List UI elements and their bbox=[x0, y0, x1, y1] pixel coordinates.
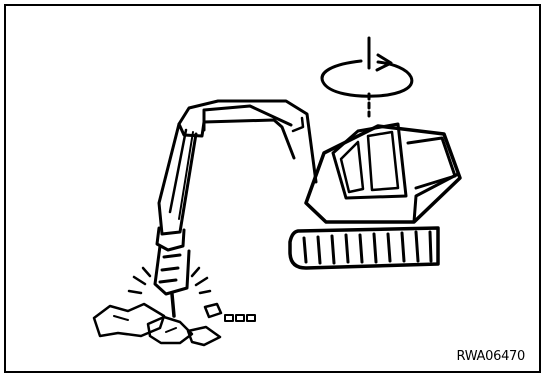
hydraulic-breaker bbox=[155, 228, 189, 316]
figure-caption: RWA06470 bbox=[457, 349, 526, 364]
rotation-arrow-icon bbox=[322, 38, 412, 116]
excavator-boom bbox=[179, 101, 316, 182]
figure-frame: RWA06470 bbox=[4, 4, 541, 373]
excavator-illustration bbox=[6, 6, 543, 375]
excavator-arm bbox=[159, 124, 196, 234]
excavator-body bbox=[290, 124, 460, 268]
